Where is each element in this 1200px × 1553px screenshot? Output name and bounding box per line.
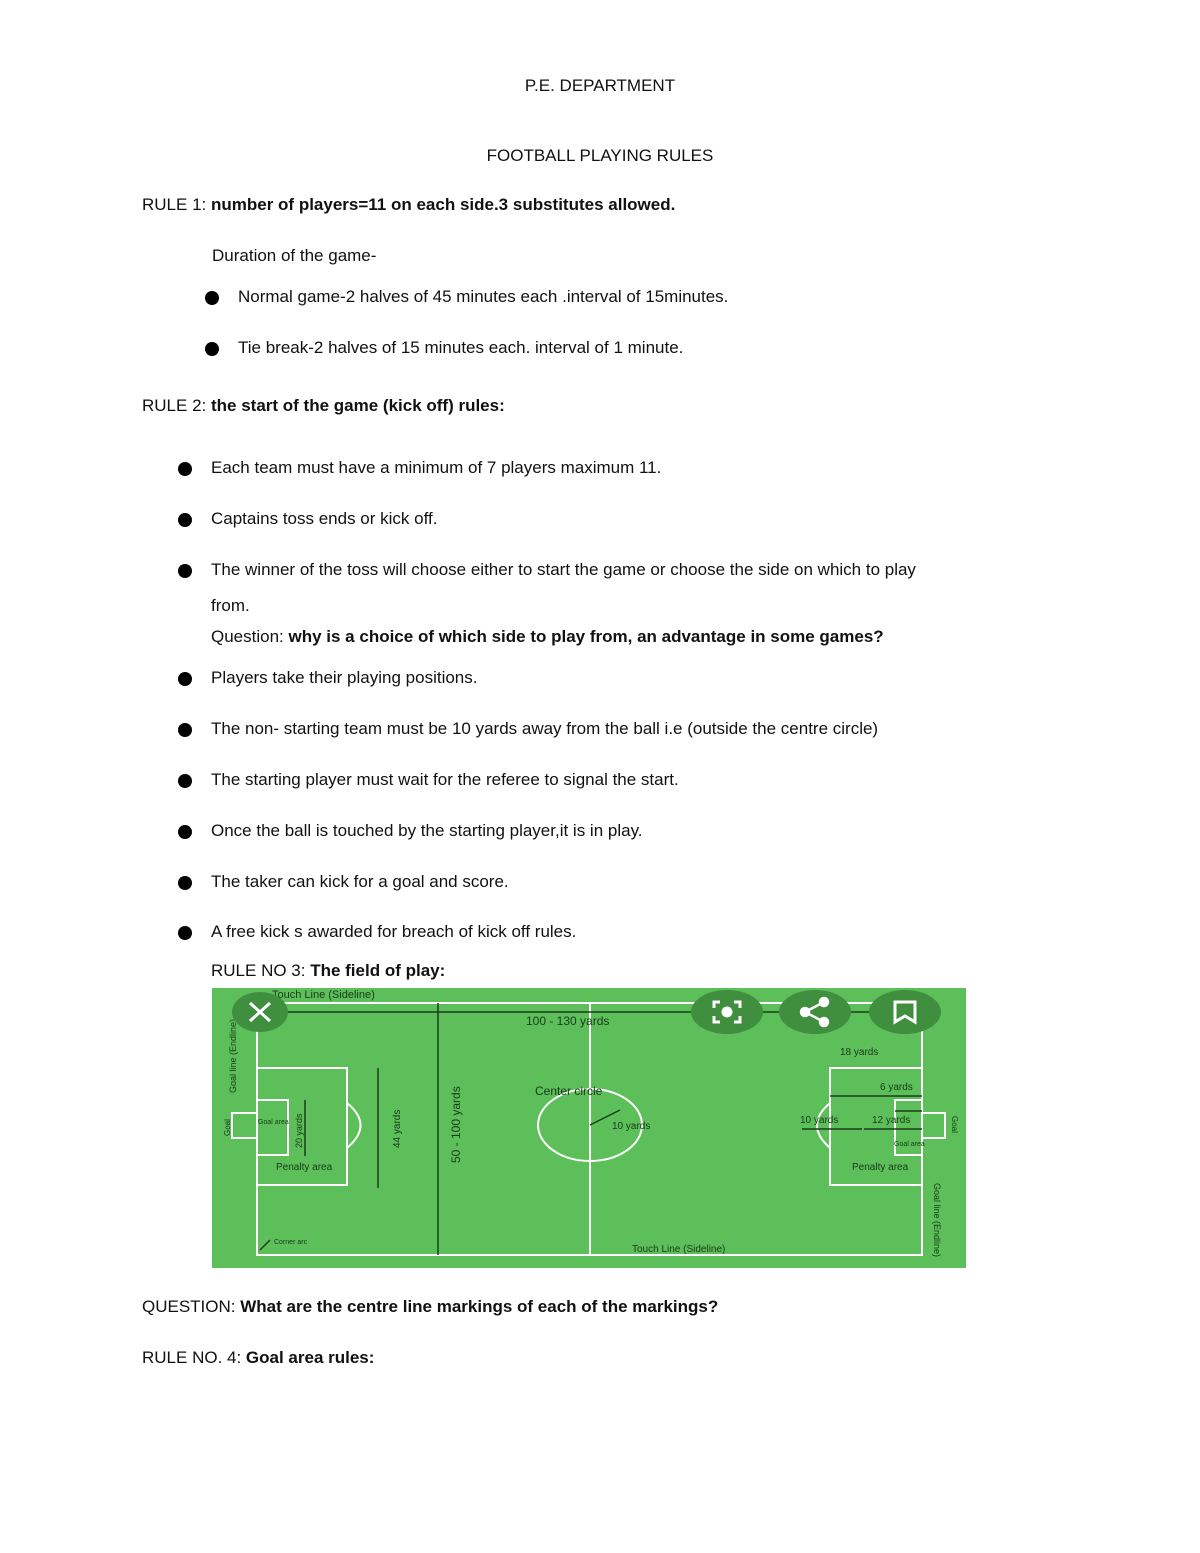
list-item: The starting player must wait for the re… bbox=[211, 770, 679, 789]
duration-heading: Duration of the game- bbox=[212, 246, 377, 265]
bullet-icon bbox=[205, 291, 219, 305]
bullet-icon bbox=[178, 672, 192, 686]
bullet-icon bbox=[178, 825, 192, 839]
close-button[interactable] bbox=[232, 992, 288, 1032]
goal-line-left-label: Goal line (Endline) bbox=[228, 1019, 238, 1093]
list-item: A free kick s awarded for breach of kick… bbox=[211, 922, 577, 941]
bullet-icon bbox=[178, 774, 192, 788]
bullet-icon bbox=[178, 876, 192, 890]
lens-button[interactable] bbox=[691, 990, 763, 1034]
question2: QUESTION: What are the centre line marki… bbox=[142, 1297, 719, 1316]
goal-area-right-label: Goal area bbox=[894, 1141, 925, 1148]
width-label: 50 - 100 yards bbox=[449, 1086, 463, 1163]
rule4-heading: RULE NO. 4: Goal area rules: bbox=[142, 1348, 375, 1367]
list-item: The non- starting team must be 10 yards … bbox=[211, 719, 879, 738]
touch-line-bottom-label: Touch Line (Sideline) bbox=[632, 1244, 725, 1255]
bullet-icon bbox=[178, 926, 192, 940]
rule3-heading: RULE NO 3: The field of play: bbox=[211, 961, 446, 980]
document-title: FOOTBALL PLAYING RULES bbox=[486, 146, 714, 165]
bullet-icon bbox=[178, 462, 192, 476]
share-icon bbox=[799, 996, 830, 1028]
20-yards-label: 20 yards bbox=[294, 1113, 304, 1148]
goal-line-right-label: Goal line (Endline) bbox=[932, 1183, 942, 1257]
department-heading: P.E. DEPARTMENT bbox=[524, 76, 676, 95]
goal-right-label: Goal bbox=[950, 1116, 959, 1133]
bookmark-button[interactable] bbox=[869, 990, 941, 1034]
list-item: Normal game-2 halves of 45 minutes each … bbox=[238, 287, 729, 306]
rule2-heading: RULE 2: the start of the game (kick off)… bbox=[142, 396, 505, 415]
penalty-area-right-label: Penalty area bbox=[852, 1162, 909, 1173]
list-item: Once the ball is touched by the starting… bbox=[211, 821, 643, 840]
close-icon bbox=[248, 1001, 272, 1023]
list-item: Tie break-2 halves of 15 minutes each. i… bbox=[238, 338, 684, 357]
rule1-heading: RULE 1: number of players=11 on each sid… bbox=[142, 195, 676, 214]
list-item-continuation: from. bbox=[211, 596, 250, 615]
list-item: Captains toss ends or kick off. bbox=[211, 509, 438, 528]
6-yards-label: 6 yards bbox=[880, 1082, 913, 1093]
list-item: The taker can kick for a goal and score. bbox=[211, 872, 509, 891]
10-yards-label: 10 yards bbox=[800, 1115, 838, 1126]
goal-area-left-label: Goal area bbox=[258, 1119, 289, 1126]
center-circle-label: Center circle bbox=[535, 1084, 603, 1098]
bullet-icon bbox=[178, 513, 192, 527]
list-item: Each team must have a minimum of 7 playe… bbox=[211, 458, 662, 477]
list-item: Players take their playing positions. bbox=[211, 668, 478, 687]
field-lines bbox=[231, 1002, 946, 1256]
touch-line-top-label: Touch Line (Sideline) bbox=[272, 989, 375, 1001]
bullet-icon bbox=[205, 342, 219, 356]
lens-scan-icon bbox=[712, 1000, 742, 1024]
penalty-area-left-label: Penalty area bbox=[276, 1162, 333, 1173]
18-yards-label: 18 yards bbox=[840, 1047, 878, 1058]
bookmark-icon bbox=[893, 1000, 917, 1025]
bullet-icon bbox=[178, 723, 192, 737]
12-yards-label: 12 yards bbox=[872, 1115, 910, 1126]
goal-left-label: Goal bbox=[223, 1119, 232, 1136]
question: Question: why is a choice of which side … bbox=[211, 627, 884, 646]
share-button[interactable] bbox=[779, 990, 851, 1034]
football-field-image: Touch Line (Sideline) 100 - 130 yards Ce… bbox=[212, 988, 966, 1268]
length-label: 100 - 130 yards bbox=[526, 1014, 609, 1028]
44-yards-label: 44 yards bbox=[392, 1110, 403, 1148]
bullet-icon bbox=[178, 564, 192, 578]
corner-arc-label: Corner arc bbox=[274, 1239, 308, 1246]
radius-label: 10 yards bbox=[612, 1121, 650, 1132]
list-item: The winner of the toss will choose eithe… bbox=[211, 560, 916, 579]
